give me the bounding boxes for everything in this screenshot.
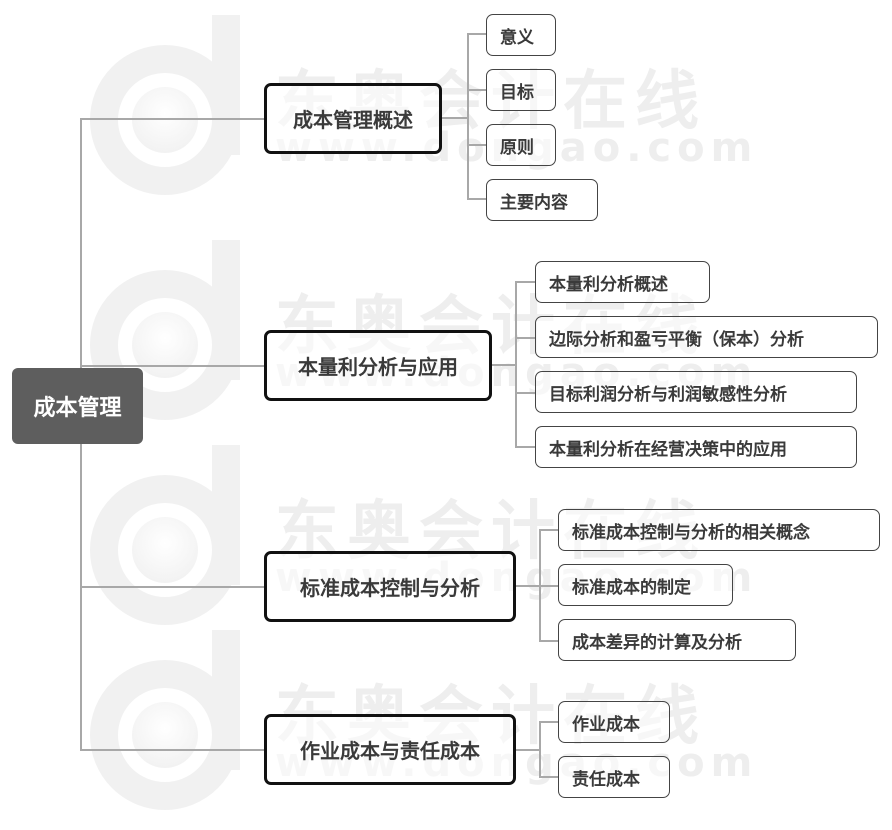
leaf-node-label: 边际分析和盈亏平衡（保本）分析 bbox=[549, 329, 804, 350]
leaf-node[interactable]: 作业成本 bbox=[558, 701, 670, 743]
leaf-node[interactable]: 主要内容 bbox=[486, 179, 598, 221]
connector-b2-out bbox=[490, 364, 516, 366]
leaf-node-label: 成本差异的计算及分析 bbox=[572, 632, 742, 653]
leaf-node[interactable]: 责任成本 bbox=[558, 756, 670, 798]
connector-b1-c3 bbox=[467, 144, 487, 146]
leaf-node-label: 意义 bbox=[500, 27, 534, 48]
connector-b3-c3 bbox=[539, 640, 559, 642]
connector-b2-c1 bbox=[515, 281, 535, 283]
connector-b1-out bbox=[440, 117, 468, 119]
leaf-node-label: 责任成本 bbox=[572, 769, 640, 790]
connector-b3-c2 bbox=[539, 585, 559, 587]
leaf-node-label: 目标利润分析与利润敏感性分析 bbox=[549, 384, 787, 405]
connector-b1-c2 bbox=[467, 89, 487, 91]
leaf-node[interactable]: 意义 bbox=[486, 14, 556, 56]
connector-b1-spine bbox=[467, 33, 469, 198]
connector-b4-c1 bbox=[539, 721, 559, 723]
watermark-logo-icon bbox=[80, 15, 280, 215]
root-node[interactable]: 成本管理 bbox=[12, 368, 143, 444]
connector-b3-out bbox=[514, 585, 540, 587]
leaf-node-label: 标准成本控制与分析的相关概念 bbox=[572, 522, 810, 543]
branch-node-label: 本量利分析与应用 bbox=[298, 355, 458, 379]
connector-branch-3 bbox=[80, 586, 266, 588]
connector-b4-spine bbox=[539, 721, 541, 777]
leaf-node-label: 作业成本 bbox=[572, 714, 640, 735]
leaf-node-label: 本量利分析在经营决策中的应用 bbox=[549, 439, 787, 460]
leaf-node[interactable]: 边际分析和盈亏平衡（保本）分析 bbox=[535, 316, 878, 358]
connector-b2-c3 bbox=[515, 392, 535, 394]
branch-node-overview[interactable]: 成本管理概述 bbox=[264, 83, 442, 154]
leaf-node[interactable]: 本量利分析在经营决策中的应用 bbox=[535, 426, 857, 468]
connector-b4-c2 bbox=[539, 776, 559, 778]
branch-node-standard-cost[interactable]: 标准成本控制与分析 bbox=[264, 551, 516, 622]
leaf-node[interactable]: 原则 bbox=[486, 124, 556, 166]
leaf-node-label: 主要内容 bbox=[500, 192, 568, 213]
watermark-logo-icon bbox=[80, 630, 280, 830]
leaf-node-label: 原则 bbox=[500, 137, 534, 158]
leaf-node-label: 本量利分析概述 bbox=[549, 274, 668, 295]
connector-branch-1 bbox=[80, 118, 266, 120]
watermark-logo-icon bbox=[80, 445, 280, 645]
leaf-node-label: 目标 bbox=[500, 82, 534, 103]
leaf-node[interactable]: 标准成本的制定 bbox=[558, 564, 733, 606]
root-node-label: 成本管理 bbox=[33, 396, 122, 421]
leaf-node[interactable]: 标准成本控制与分析的相关概念 bbox=[558, 509, 880, 551]
connector-b4-out bbox=[514, 749, 540, 751]
branch-node-cvp[interactable]: 本量利分析与应用 bbox=[264, 330, 492, 401]
branch-node-label: 作业成本与责任成本 bbox=[300, 739, 480, 763]
branch-node-activity-responsibility-cost[interactable]: 作业成本与责任成本 bbox=[264, 714, 516, 785]
leaf-node[interactable]: 目标 bbox=[486, 69, 556, 111]
connector-b3-c1 bbox=[539, 529, 559, 531]
leaf-node[interactable]: 目标利润分析与利润敏感性分析 bbox=[535, 371, 857, 413]
connector-branch-4 bbox=[80, 749, 266, 751]
connector-b2-spine bbox=[515, 281, 517, 447]
connector-b1-c4 bbox=[467, 198, 487, 200]
branch-node-label: 成本管理概述 bbox=[293, 108, 413, 132]
leaf-node-label: 标准成本的制定 bbox=[572, 577, 691, 598]
connector-b2-c4 bbox=[515, 446, 535, 448]
connector-b2-c2 bbox=[515, 337, 535, 339]
leaf-node[interactable]: 成本差异的计算及分析 bbox=[558, 619, 796, 661]
connector-b1-c1 bbox=[467, 33, 487, 35]
branch-node-label: 标准成本控制与分析 bbox=[300, 576, 480, 600]
leaf-node[interactable]: 本量利分析概述 bbox=[535, 261, 710, 303]
connector-branch-2 bbox=[80, 365, 266, 367]
